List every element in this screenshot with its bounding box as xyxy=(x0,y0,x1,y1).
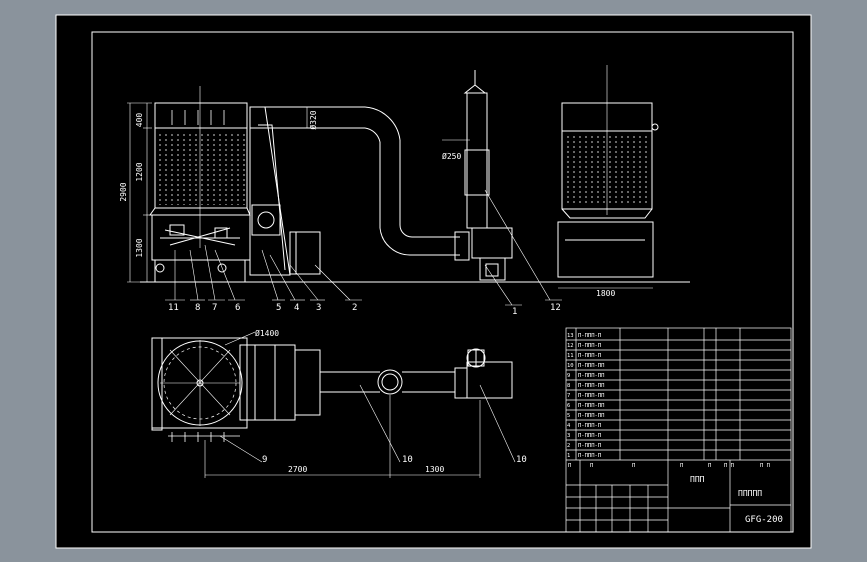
balloon-9: 9 xyxy=(262,455,267,465)
header-col-2: П xyxy=(590,463,593,469)
balloon-8: 8 xyxy=(195,303,200,313)
row-11-code: П-ППП-П xyxy=(578,353,601,359)
elevation-balloons: 11 8 7 6 5 4 3 2 1 12 xyxy=(168,303,561,317)
balloon-11: 11 xyxy=(168,303,179,313)
balloon-12: 12 xyxy=(550,303,561,313)
row-13-no: 13 xyxy=(567,333,574,339)
balloon-10b: 10 xyxy=(516,455,527,465)
dim-stack-dia: Ø250 xyxy=(442,151,461,161)
balloon-3: 3 xyxy=(316,303,321,313)
row-8-code: П-ППП-ПП xyxy=(578,383,605,389)
dim-plan-len-a: 2700 xyxy=(288,465,307,474)
row-11-no: 11 xyxy=(567,353,574,359)
header-col-7: П П xyxy=(760,463,770,469)
row-5-no: 5 xyxy=(567,413,570,419)
header-col-5: П xyxy=(708,463,711,469)
elevation-view: 400 1200 1300 2900 Ø320 Ø250 1800 11 8 7… xyxy=(119,65,690,317)
dim-plan-len-b: 1300 xyxy=(425,465,444,474)
duct-run xyxy=(250,106,470,261)
balloon-5: 5 xyxy=(276,303,281,313)
dim-low-height: 1300 xyxy=(135,238,144,257)
header-col-3: П xyxy=(632,463,635,469)
title-block xyxy=(565,327,792,533)
row-3-no: 3 xyxy=(567,433,570,439)
row-12-no: 12 xyxy=(567,343,574,349)
balloon-10a: 10 xyxy=(402,455,413,465)
row-10-no: 10 xyxy=(567,363,574,369)
row-10-code: П-ППП-ПП xyxy=(578,363,605,369)
dimension-texts: 400 1200 1300 2900 Ø320 Ø250 1800 xyxy=(119,110,615,298)
product-name: ППППП xyxy=(738,489,762,498)
fan-and-stack xyxy=(463,70,513,281)
dimension-lines xyxy=(127,102,653,289)
balloon-1: 1 xyxy=(512,307,517,317)
row-6-no: 6 xyxy=(567,403,570,409)
balloon-4: 4 xyxy=(294,303,299,313)
product-code: ППП xyxy=(690,475,705,484)
dim-width-right: 1800 xyxy=(596,289,615,298)
row-13-code: П-ППП-П xyxy=(578,333,601,339)
row-2-no: 2 xyxy=(567,443,570,449)
row-9-code: П-ППП-ПП xyxy=(578,373,605,379)
row-4-code: П-ППП-П xyxy=(578,423,601,429)
header-col-4: П xyxy=(680,463,683,469)
row-4-no: 4 xyxy=(567,423,571,429)
row-9-no: 9 xyxy=(567,373,570,379)
row-3-code: П-ППП-П xyxy=(578,433,601,439)
balloon-2: 2 xyxy=(352,303,357,313)
header-col-6: П П xyxy=(724,463,734,469)
header-col-1: П xyxy=(568,463,571,469)
dim-overall-height: 2900 xyxy=(119,182,128,201)
row-8-no: 8 xyxy=(567,383,570,389)
balloon-6: 6 xyxy=(235,303,240,313)
row-5-code: П-ППП-ПП xyxy=(578,413,605,419)
row-1-no: 1 xyxy=(567,453,570,459)
dust-collector-body xyxy=(149,86,251,282)
drawing-frame xyxy=(91,31,794,533)
side-view xyxy=(557,65,659,278)
plan-view: Ø1400 2700 1300 9 10 10 xyxy=(151,328,527,478)
row-6-code: П-ППП-ПП xyxy=(578,403,605,409)
dim-plan-dia: Ø1400 xyxy=(255,328,279,338)
row-2-code: П-ППП-П xyxy=(578,443,601,449)
row-7-no: 7 xyxy=(567,393,570,399)
title-block-texts: 13 П-ППП-П 12 П-ППП-П 11 П-ППП-П 10 П-ПП… xyxy=(567,333,770,469)
drawing-number: GFG-200 xyxy=(745,515,783,525)
row-12-code: П-ППП-П xyxy=(578,343,601,349)
dim-pipe-dia: Ø320 xyxy=(308,110,318,129)
dim-mid-height: 1200 xyxy=(135,162,144,181)
dim-top-height: 400 xyxy=(135,113,144,128)
balloon-7: 7 xyxy=(212,303,217,313)
row-1-code: П-ППП-П xyxy=(578,453,601,459)
elevation-leaders xyxy=(165,189,562,306)
row-7-code: П-ППП-ПП xyxy=(578,393,605,399)
